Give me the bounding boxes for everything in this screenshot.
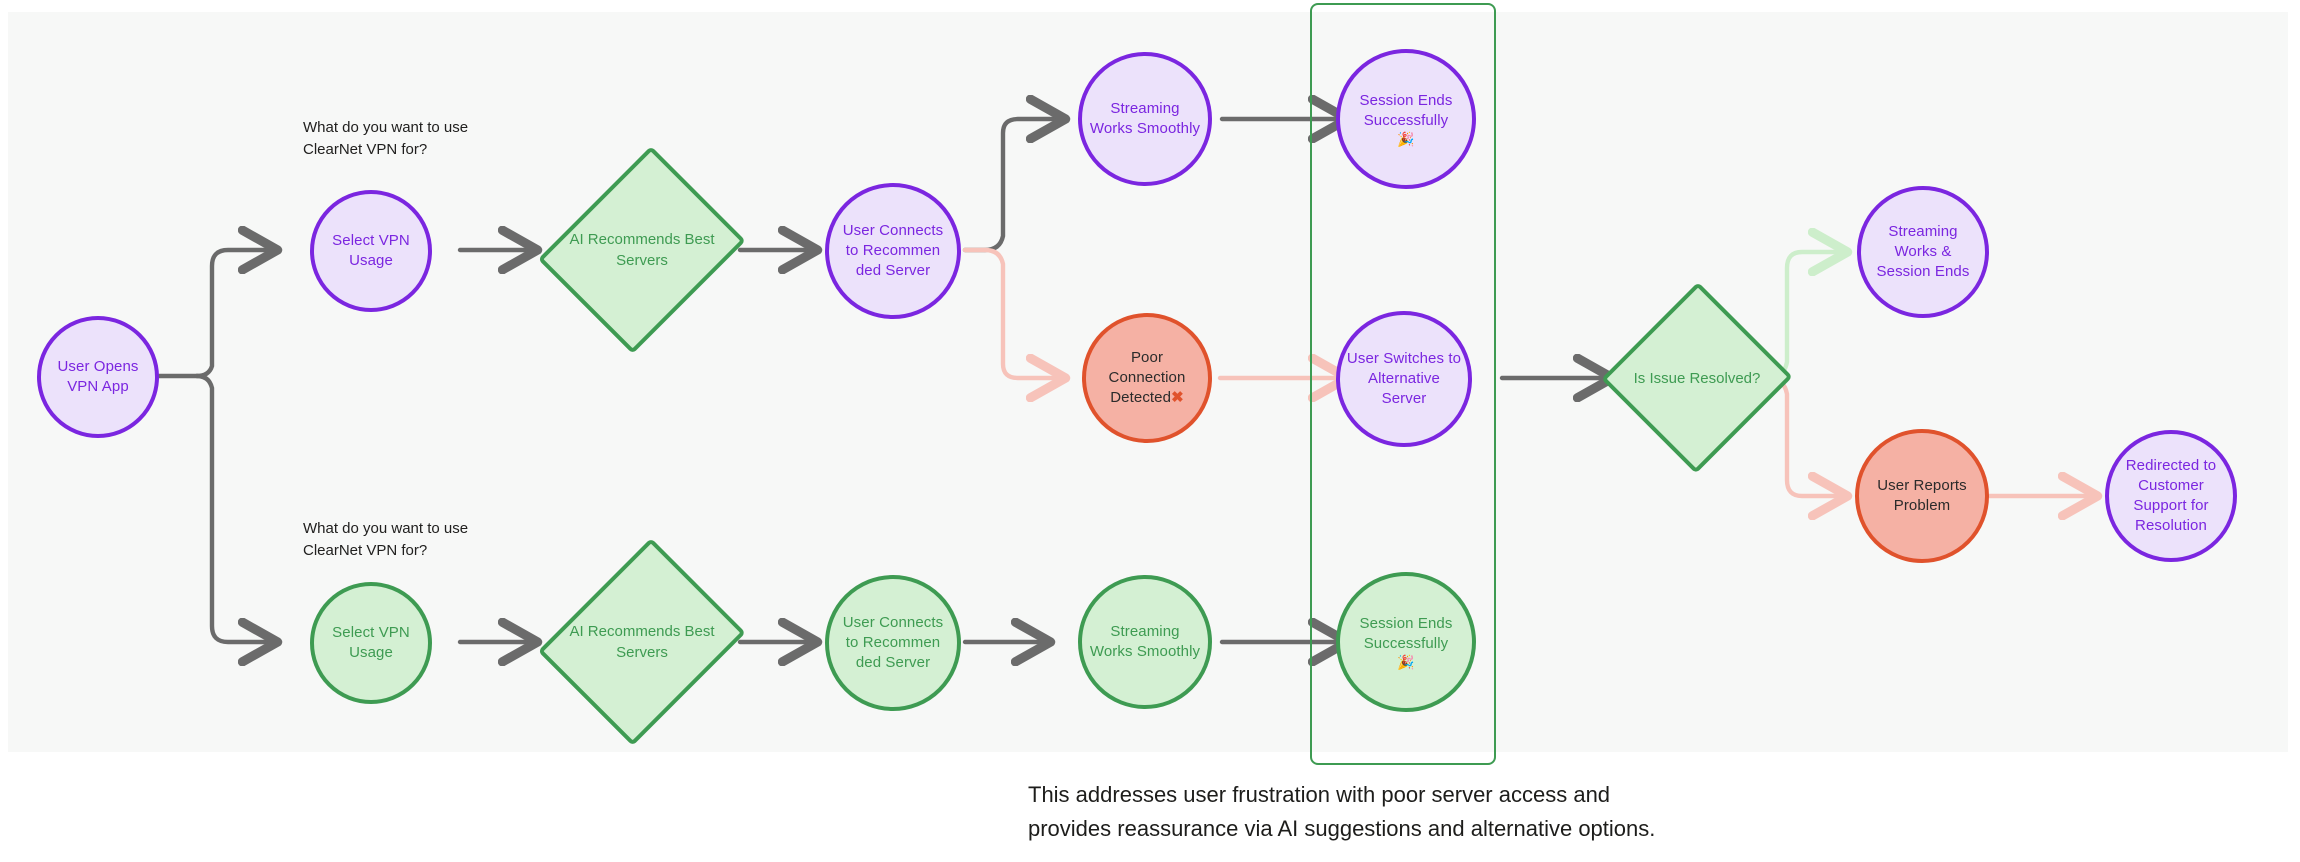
node-label: Session Ends Successfully — [1359, 614, 1453, 652]
node-label: User Opens VPN App — [57, 358, 139, 395]
diagram-caption: This addresses user frustration with poo… — [1028, 782, 1656, 842]
node-ai-recommends-best-servers-bottom[interactable]: AI Recommends Best Servers — [538, 529, 746, 755]
node-ai-recommends-best-servers-top[interactable]: AI Recommends Best Servers — [538, 137, 746, 363]
outcome-group-box — [1310, 3, 1496, 765]
node-session-ends-successfully-top[interactable]: Session Ends Successfully 🎉 — [1336, 49, 1476, 189]
node-label: Streaming Works & Session Ends — [1876, 223, 1970, 280]
node-label: User Connects to Recommen ded Server — [842, 614, 944, 671]
node-label: Is Issue Resolved? — [1633, 369, 1761, 387]
node-user-connects-recommended-server-bottom[interactable]: User Connects to Recommen ded Server — [825, 575, 961, 711]
party-popper-icon: 🎉 — [1397, 130, 1415, 147]
node-label: User Connects to Recommen ded Server — [842, 222, 944, 279]
note-top-question: What do you want to use ClearNet VPN for… — [303, 119, 469, 158]
node-label: Streaming Works Smoothly — [1089, 100, 1201, 137]
node-select-vpn-usage-bottom[interactable]: Select VPN Usage — [310, 582, 432, 704]
node-is-issue-resolved[interactable]: Is Issue Resolved? — [1601, 281, 1793, 475]
node-label: Redirected to Customer Support for Resol… — [2125, 457, 2217, 534]
node-streaming-works-smoothly-bottom[interactable]: Streaming Works Smoothly — [1078, 575, 1212, 709]
node-user-reports-problem[interactable]: User Reports Problem — [1855, 429, 1989, 563]
node-redirected-customer-support[interactable]: Redirected to Customer Support for Resol… — [2105, 430, 2237, 562]
node-streaming-works-session-ends[interactable]: Streaming Works & Session Ends — [1857, 186, 1989, 318]
x-mark-icon: ✖ — [1171, 388, 1184, 406]
node-user-opens-vpn-app[interactable]: User Opens VPN App — [37, 316, 159, 438]
node-label: Select VPN Usage — [332, 232, 410, 269]
node-poor-connection-detected[interactable]: Poor Connection Detected✖ — [1082, 313, 1212, 443]
note-bottom-question: What do you want to use ClearNet VPN for… — [303, 520, 469, 559]
node-label: Streaming Works Smoothly — [1089, 623, 1201, 660]
node-label: Poor Connection Detected✖ — [1086, 348, 1208, 408]
node-session-ends-successfully-bottom[interactable]: Session Ends Successfully 🎉 — [1336, 572, 1476, 712]
node-select-vpn-usage-top[interactable]: Select VPN Usage — [310, 190, 432, 312]
node-streaming-works-smoothly-top[interactable]: Streaming Works Smoothly — [1078, 52, 1212, 186]
node-label: User Switches to Alternative Server — [1346, 350, 1462, 407]
node-label: Select VPN Usage — [332, 624, 410, 661]
node-user-connects-recommended-server-top[interactable]: User Connects to Recommen ded Server — [825, 183, 961, 319]
party-popper-icon: 🎉 — [1397, 653, 1415, 670]
node-label: AI Recommends Best Servers — [569, 623, 715, 661]
node-label: Session Ends Successfully — [1359, 91, 1453, 129]
node-label: User Reports Problem — [1877, 477, 1967, 514]
node-user-switches-alternative-server[interactable]: User Switches to Alternative Server — [1336, 311, 1472, 447]
node-label-text: Poor Connection Detected — [1108, 349, 1186, 406]
node-label: AI Recommends Best Servers — [569, 231, 715, 269]
